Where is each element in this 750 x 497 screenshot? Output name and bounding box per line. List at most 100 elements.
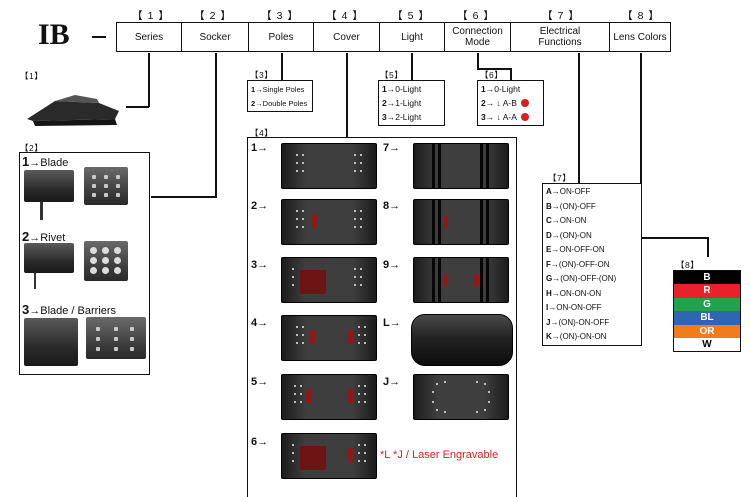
function-arrow-j: → bbox=[550, 317, 559, 327]
function-code-c: C bbox=[546, 216, 552, 225]
socket-label-2: Rivet bbox=[40, 232, 66, 244]
function-label-h: ON-ON-ON bbox=[559, 288, 602, 298]
function-arrow-a: → bbox=[551, 187, 560, 196]
header-cell-connection-mode: Connection Mode bbox=[445, 22, 511, 52]
function-code-i: I bbox=[546, 303, 549, 312]
function-item-b: B→(ON)-OFF bbox=[546, 200, 638, 215]
light-item-2: 2→1-Light bbox=[382, 96, 441, 110]
connector-functions bbox=[578, 53, 580, 183]
cover-num-3: 3 bbox=[251, 259, 258, 271]
socket-blade-side-photo bbox=[24, 170, 74, 202]
socket-item-3: 3→Blade / Barriers bbox=[22, 302, 116, 317]
socket-barrier-bottom-photo bbox=[86, 317, 146, 359]
connector-colors-v2 bbox=[707, 237, 709, 257]
function-label-g: (ON)-OFF-(ON) bbox=[560, 274, 617, 283]
function-arrow-i: → bbox=[548, 303, 557, 312]
cover-item-8: 8→ bbox=[383, 200, 400, 212]
function-label-a: ON-OFF bbox=[559, 187, 591, 196]
socket-arrow-3: → bbox=[29, 305, 41, 317]
color-swatch-g: G bbox=[674, 297, 740, 312]
cover-panel: 1→ 2→ 3→ 4→ 5→ bbox=[247, 137, 517, 497]
connection-arrow-1: → bbox=[485, 84, 495, 94]
light-item-3: 3→2-Light bbox=[382, 110, 441, 124]
socket-blade-pin bbox=[40, 202, 43, 220]
function-item-i: I→ON-ON-OFF bbox=[546, 301, 638, 316]
header-number-7: 【 7 】 bbox=[542, 10, 580, 22]
connector-colors-h bbox=[640, 237, 708, 239]
color-swatch-w: W bbox=[674, 337, 740, 352]
cover-item-j: J→ bbox=[383, 376, 400, 388]
function-arrow-e: → bbox=[551, 245, 560, 254]
header-cell-electrical-functions: Electrical Functions bbox=[511, 22, 610, 52]
function-code-g: G bbox=[546, 274, 553, 283]
socket-rivet-side-photo bbox=[24, 243, 74, 273]
function-arrow-f: → bbox=[550, 259, 559, 269]
cover-num-4: 4 bbox=[251, 317, 258, 329]
functions-tag: 【7】 bbox=[548, 173, 572, 183]
socket-item-1: 1→Blade bbox=[22, 154, 68, 169]
cover-num-2: 2 bbox=[251, 200, 258, 212]
cover-item-1: 1→ bbox=[251, 142, 268, 154]
function-arrow-c: → bbox=[551, 216, 560, 225]
cover-rocker-9 bbox=[413, 257, 509, 303]
function-code-e: E bbox=[546, 245, 552, 254]
connection-label-1: 0-Light bbox=[494, 84, 521, 94]
cover-num-8: 8 bbox=[383, 200, 390, 212]
header-number-2: 【 2 】 bbox=[194, 10, 232, 22]
cover-arrow-7: → bbox=[389, 142, 401, 154]
function-item-g: G→(ON)-OFF-(ON) bbox=[546, 272, 638, 287]
connection-num-2: 2 bbox=[481, 98, 486, 108]
cover-arrow-l: → bbox=[389, 317, 401, 329]
function-label-f: (ON)-OFF-ON bbox=[558, 259, 610, 269]
connection-num-1: 1 bbox=[481, 84, 486, 94]
cover-item-5: 5→ bbox=[251, 376, 268, 388]
function-item-j: J→(ON)-ON-OFF bbox=[546, 316, 638, 331]
connector-series bbox=[148, 53, 150, 107]
function-label-c: ON-ON bbox=[559, 216, 587, 225]
connector-connection-h bbox=[477, 68, 511, 70]
light-label-1: 0-Light bbox=[395, 84, 422, 94]
cover-num-j: J bbox=[383, 376, 390, 388]
cover-arrow-5: → bbox=[257, 376, 269, 388]
cover-arrow-1: → bbox=[257, 142, 269, 154]
function-code-b: B bbox=[546, 201, 552, 211]
function-item-d: D→(ON)-ON bbox=[546, 229, 638, 244]
cover-item-3: 3→ bbox=[251, 259, 268, 271]
header-number-5: 【 5 】 bbox=[392, 10, 430, 22]
cover-num-5: 5 bbox=[251, 376, 258, 388]
cover-rocker-5 bbox=[281, 374, 377, 420]
connection-item-1: 1→0-Light bbox=[481, 82, 540, 96]
lens-colors-panel: B R G BL OR W bbox=[673, 270, 741, 352]
function-item-f: F→(ON)-OFF-ON bbox=[546, 258, 638, 273]
connection-tag: 【6】 bbox=[480, 70, 504, 80]
header-number-8: 【 8 】 bbox=[622, 10, 660, 22]
cover-arrow-2: → bbox=[257, 200, 269, 212]
socket-num-1: 1 bbox=[22, 154, 30, 169]
function-label-k: (ON)-ON-ON bbox=[559, 332, 607, 341]
light-arrow-3: → bbox=[386, 112, 396, 122]
connector-light bbox=[411, 53, 413, 81]
connector-socket bbox=[215, 53, 217, 197]
socket-barrier-side-photo bbox=[24, 318, 78, 366]
cover-rocker-1 bbox=[281, 143, 377, 189]
function-item-k: K→(ON)-ON-ON bbox=[546, 330, 638, 345]
connector-poles bbox=[281, 53, 283, 81]
socket-arrow-2: → bbox=[29, 232, 41, 244]
cover-rocker-7 bbox=[413, 143, 509, 189]
cover-arrow-j: → bbox=[389, 376, 401, 388]
connection-label-3: A-A bbox=[502, 112, 517, 122]
cover-item-6: 6→ bbox=[251, 436, 268, 448]
connection-item-2: 2→ ↓ A-B bbox=[481, 96, 540, 110]
function-arrow-d: → bbox=[551, 230, 560, 240]
cover-arrow-3: → bbox=[257, 259, 269, 271]
poles-tag: 【3】 bbox=[250, 70, 274, 80]
function-label-j: (ON)-ON-OFF bbox=[558, 317, 610, 327]
prefix-dash bbox=[92, 36, 106, 38]
socket-tag: 【2】 bbox=[20, 143, 44, 153]
function-code-h: H bbox=[546, 288, 552, 298]
cover-num-6: 6 bbox=[251, 436, 258, 448]
function-label-e: ON-OFF-ON bbox=[559, 245, 605, 254]
function-arrow-g: → bbox=[552, 274, 561, 283]
poles-num-2: 2 bbox=[251, 99, 256, 108]
light-num-1: 1 bbox=[382, 84, 387, 94]
